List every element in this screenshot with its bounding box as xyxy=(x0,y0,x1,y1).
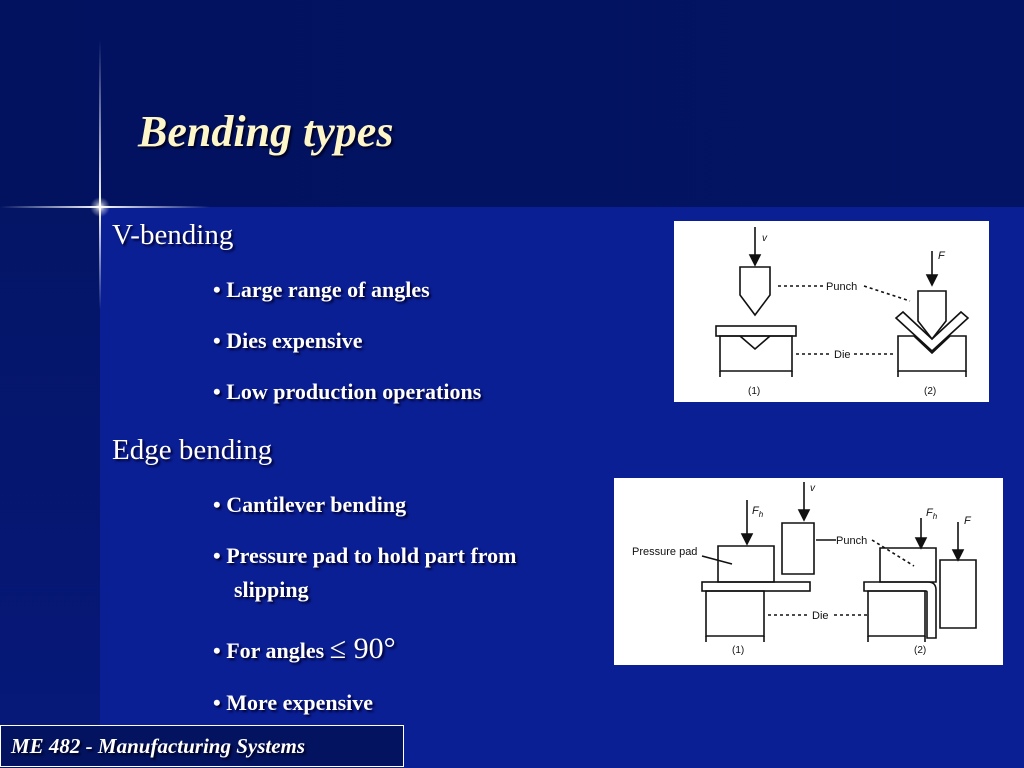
edge-fig-pressure-pad-label: Pressure pad xyxy=(632,546,697,558)
edge-fig-fh1-label: Fh xyxy=(752,505,764,519)
edge-bending-bullet-3-text: • For angles xyxy=(213,638,325,663)
v-bending-bullet-3: • Low production operations xyxy=(213,379,482,404)
sparkle-vertical-ray xyxy=(99,40,101,310)
edge-bending-bullet-1: • Cantilever bending xyxy=(213,492,407,517)
v-fig-step1-label: (1) xyxy=(748,386,760,397)
edge-fig-fh2-label: Fh xyxy=(926,507,938,521)
left-band xyxy=(0,207,100,768)
edge-bending-bullet-4: • More expensive xyxy=(213,690,374,715)
sparkle-star-icon xyxy=(90,197,110,217)
v-bending-figure: v F Punch Die (1) (2) xyxy=(674,221,989,402)
v-fig-punch-label: Punch xyxy=(826,281,857,293)
edge-bending-heading: Edge bending xyxy=(112,434,273,466)
edge-fig-die-label: Die xyxy=(812,610,829,622)
edge-fig-step1-label: (1) xyxy=(732,645,744,656)
edge-fig-velocity-label: v xyxy=(810,483,816,494)
v-bending-bullet-1: • Large range of angles xyxy=(213,277,430,302)
footer-box: ME 482 - Manufacturing Systems xyxy=(0,725,404,767)
v-fig-force-label: F xyxy=(938,250,946,262)
title-band xyxy=(0,0,1024,207)
slide-title: Bending types xyxy=(138,107,394,156)
v-fig-velocity-label: v xyxy=(762,233,768,244)
v-bending-heading: V-bending xyxy=(112,219,234,251)
edge-bending-figure: Fh v Pressure pad Punch Die Fh F (1) (2) xyxy=(614,478,1003,665)
v-fig-die-label: Die xyxy=(834,349,851,361)
edge-bending-bullet-2: • Pressure pad to hold part from xyxy=(213,543,517,568)
edge-fig-force-label: F xyxy=(964,515,972,527)
footer-course-title: ME 482 - Manufacturing Systems xyxy=(11,734,306,758)
edge-bending-bullet-2-continued: slipping xyxy=(234,577,309,602)
v-bending-bullet-2: • Dies expensive xyxy=(213,328,363,353)
edge-bending-bullet-3: • For angles ≤ 90° xyxy=(213,632,396,666)
edge-bending-bullet-3-angle: ≤ 90° xyxy=(329,632,396,665)
edge-fig-punch-label: Punch xyxy=(836,535,867,547)
edge-fig-step2-label: (2) xyxy=(914,645,926,656)
v-fig-step2-label: (2) xyxy=(924,386,936,397)
